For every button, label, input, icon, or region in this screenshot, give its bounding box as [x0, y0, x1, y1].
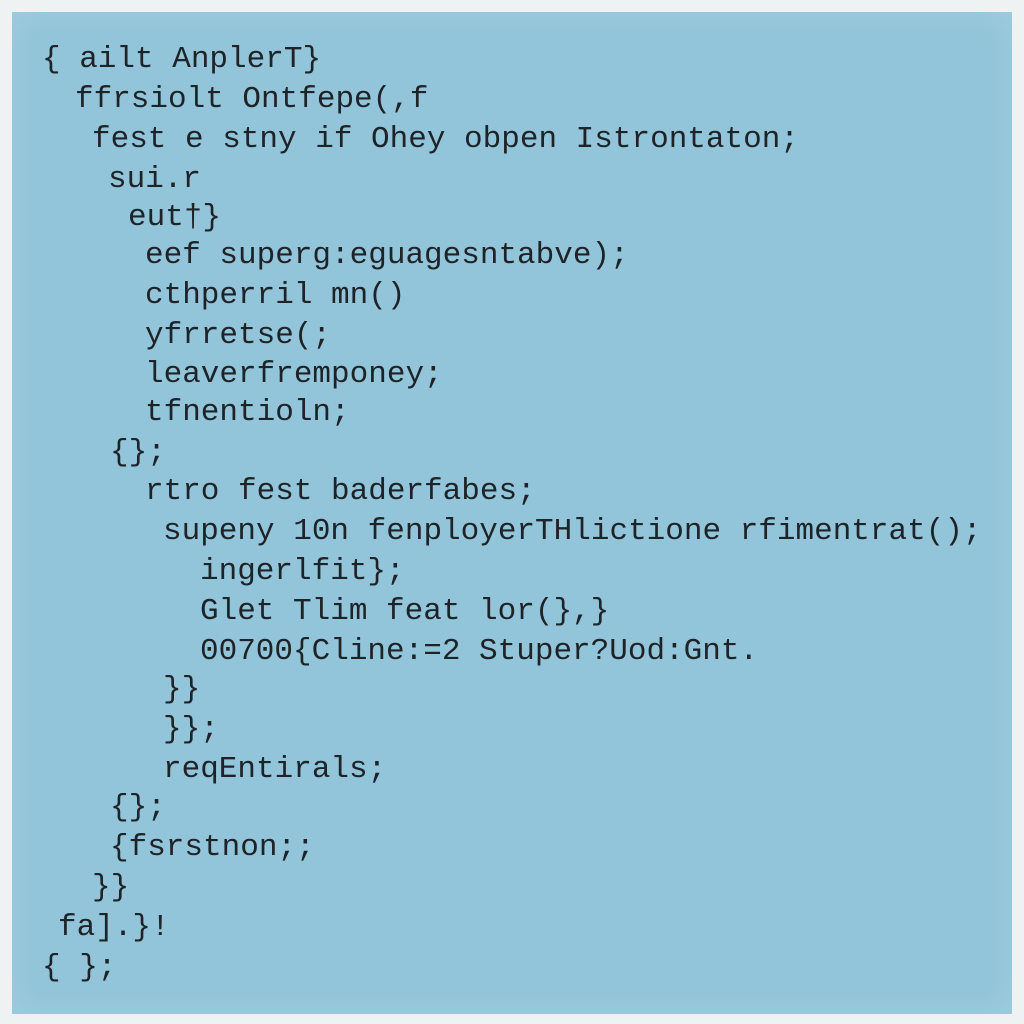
- code-line: {fsrstnon;;: [110, 830, 315, 865]
- code-line: { };: [42, 950, 117, 985]
- code-line: ffrsiolt Ontfepe(,f: [75, 82, 429, 117]
- code-line: { ailt AnplerT}: [42, 42, 322, 77]
- code-line: cthperril mn(): [145, 278, 406, 313]
- code-line: tfnentioln;: [145, 395, 350, 430]
- code-line: eef superg:eguagesntabve);: [145, 238, 629, 273]
- code-line: sui.r: [108, 162, 202, 197]
- code-line: Glet Tlim feat lor(},}: [200, 594, 610, 629]
- code-line: rtro fest baderfabes;: [145, 474, 536, 509]
- code-line: fest e stny if Ohey obpen Istrontaton;: [92, 122, 799, 157]
- code-panel: { ailt AnplerT} ffrsiolt Ontfepe(,f fest…: [12, 12, 1012, 1014]
- code-line: eut†}: [128, 200, 222, 235]
- code-line: fa].}!: [58, 910, 170, 945]
- code-line: ingerlfit};: [200, 554, 405, 589]
- code-line: }};: [163, 712, 219, 747]
- code-line: yfrretse(;: [145, 318, 332, 353]
- code-line: reqEntirals;: [163, 752, 387, 787]
- code-line: }}: [92, 870, 130, 905]
- code-line: }}: [163, 672, 201, 707]
- code-line: {};: [110, 435, 166, 470]
- code-line: {};: [110, 790, 166, 825]
- code-line: supeny 10n fenployerTHlictione rfimentra…: [163, 514, 982, 549]
- code-line: 00700{Cline:=2 Stuper?Uod:Gnt.: [200, 634, 759, 669]
- code-line: leaverfremponey;: [145, 357, 443, 392]
